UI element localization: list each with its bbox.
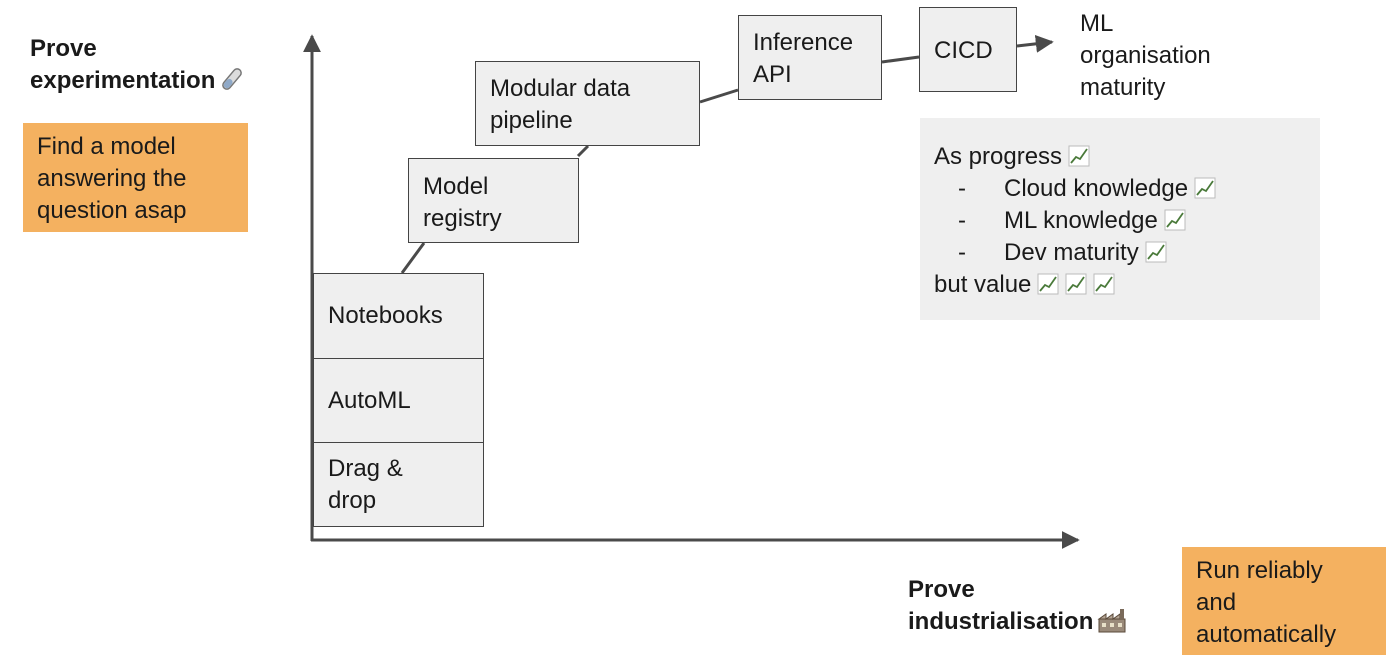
x-axis-title: Prove industrialisation	[908, 574, 1127, 638]
stack-item: AutoML	[314, 359, 483, 443]
y-axis-title-line2: experimentation	[30, 65, 245, 97]
step-model-registry: Model registry	[408, 158, 579, 243]
y-axis-title: Prove experimentation	[30, 33, 245, 97]
chart-increasing-icon	[1068, 145, 1090, 167]
chart-increasing-icon	[1145, 241, 1167, 263]
step-modular-data-pipeline: Modular data pipeline	[475, 61, 700, 146]
y-axis-title-line1: Prove	[30, 35, 97, 62]
chart-increasing-icon	[1037, 273, 1059, 295]
connector-stack-to-registry	[400, 242, 426, 274]
chart-increasing-icon	[1194, 177, 1216, 199]
connector-registry-to-pipeline	[576, 144, 590, 158]
progress-heading: As progress	[934, 141, 1306, 173]
progress-footer: but value	[934, 269, 1306, 301]
x-axis-title-line2: industrialisation	[908, 606, 1127, 638]
progress-item: -ML knowledge	[934, 205, 1306, 237]
arrow-cicd-to-maturity	[1016, 34, 1054, 53]
progress-note: As progress -Cloud knowledge -ML knowled…	[920, 118, 1320, 320]
x-axis-note: Run reliably and automatically	[1182, 547, 1386, 655]
y-axis-note: Find a model answering the question asap	[23, 123, 248, 232]
chart-increasing-icon	[1164, 209, 1186, 231]
tool-stack: Notebooks AutoML Drag & drop	[313, 273, 484, 527]
chart-increasing-icon	[1065, 273, 1087, 295]
step-inference-api: Inference API	[738, 15, 882, 100]
progress-item: -Cloud knowledge	[934, 173, 1306, 205]
stack-item: Drag & drop	[328, 454, 403, 514]
stack-item: Notebooks	[314, 274, 483, 359]
connector-api-to-cicd	[881, 55, 920, 64]
chart-increasing-icon	[1093, 273, 1115, 295]
connector-pipeline-to-api	[699, 88, 739, 104]
factory-icon	[1097, 609, 1126, 633]
x-axis-title-line1: Prove	[908, 576, 975, 603]
step-cicd: CICD	[919, 7, 1017, 92]
progress-item: -Dev maturity	[934, 237, 1306, 269]
destination-label: ML organisation maturity	[1080, 10, 1211, 101]
test-tube-icon	[222, 68, 243, 90]
